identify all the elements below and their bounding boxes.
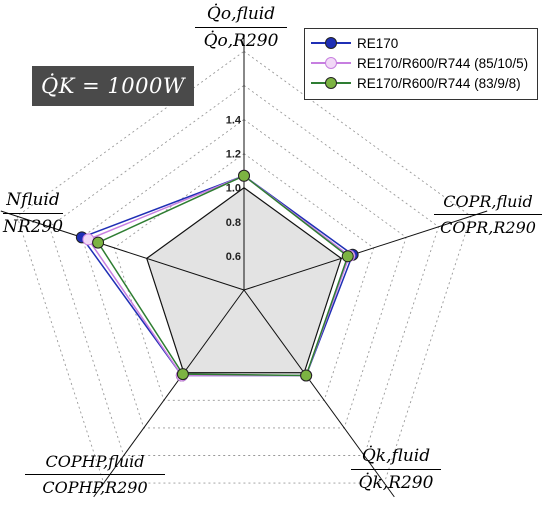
legend-swatch [311, 53, 351, 73]
axis-spoke [0, 210, 245, 291]
legend-item-83-9-8: RE170/R600/R744 (83/9/8) [311, 73, 521, 93]
legend-label: RE170/R600/R744 (85/10/5) [357, 55, 529, 71]
axis-spoke [243, 289, 395, 498]
axis-spoke [243, 210, 488, 291]
series-point [300, 369, 313, 382]
series-line [96, 174, 349, 377]
series-point [238, 169, 250, 182]
grid-ring [113, 153, 375, 401]
tick-label: 1.0 [226, 183, 241, 195]
legend-swatch [311, 33, 351, 53]
tick-label: 0.6 [226, 251, 241, 263]
legend-swatch [311, 73, 351, 93]
series-point [176, 368, 189, 381]
grid-ring [48, 84, 440, 456]
tick-label: 1.4 [226, 115, 242, 127]
series-point [92, 236, 105, 249]
grid-ring [16, 50, 472, 484]
series-point [341, 250, 354, 263]
legend-label: RE170 [357, 35, 399, 51]
tick-label: 0.8 [226, 217, 241, 229]
legend-label: RE170/R600/R744 (83/9/8) [357, 75, 521, 91]
legend: RE170 RE170/R600/R744 (85/10/5) RE170/R6… [304, 28, 538, 100]
legend-item-re170: RE170 [311, 33, 398, 53]
tick-label: 1.2 [226, 149, 241, 161]
condition-badge: Q̇K = 1000W [32, 66, 194, 106]
legend-item-85-10-5: RE170/R600/R744 (85/10/5) [311, 53, 528, 73]
axis-spoke [93, 289, 245, 498]
grid-ring [81, 118, 407, 429]
